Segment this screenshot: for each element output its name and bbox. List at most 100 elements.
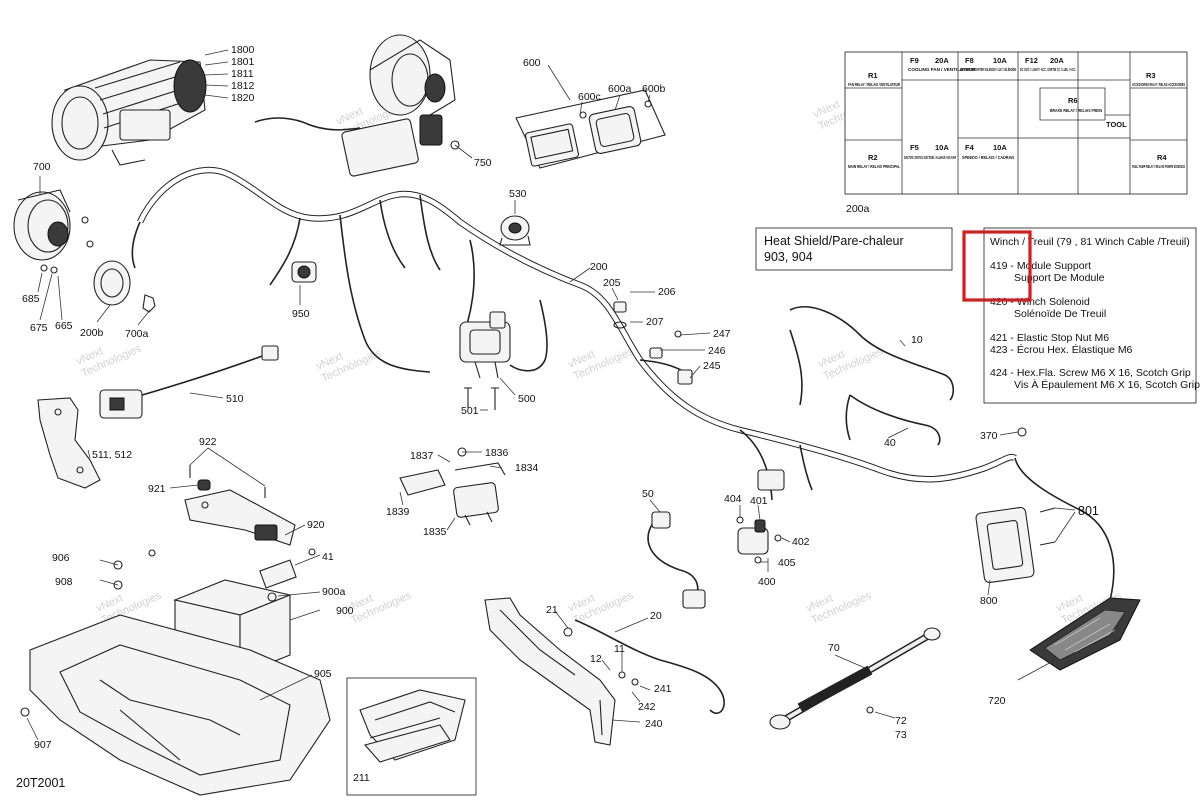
- relay-400: [736, 516, 782, 564]
- part-label-907: 907: [34, 739, 52, 751]
- part-label-511-512: 511, 512: [92, 449, 132, 461]
- part-label-404: 404: [724, 493, 742, 505]
- module-500: [459, 311, 511, 379]
- relay-r2-id: R2: [868, 153, 878, 162]
- legend-line: 424 - Hex.Fla. Screw M6 X 16, Scotch Gri…: [990, 367, 1191, 379]
- fuse-f9-id: F9: [910, 56, 919, 65]
- part-label-700a: 700a: [125, 328, 149, 340]
- part-labels: 1800 1801 1811 1812 1820 700 685 675 665…: [16, 44, 1099, 790]
- fuse-f5-rating: 10A: [935, 143, 949, 152]
- part-label-720: 720: [988, 695, 1006, 707]
- heat-shield-line2: 903, 904: [764, 250, 813, 264]
- legend-line: 419 - Module Support: [990, 260, 1091, 272]
- part-label-211: 211: [353, 772, 370, 784]
- part-label-600: 600: [523, 57, 541, 69]
- harness-50: [647, 511, 706, 609]
- part-label-1801: 1801: [231, 56, 255, 68]
- part-label-700: 700: [33, 161, 51, 173]
- small-parts-center: [308, 301, 1027, 556]
- relay-r4-text: FUEL PUMP RELAY / RELAIS POMPE ESSENCE: [1132, 164, 1185, 169]
- bracket-511: [37, 397, 101, 489]
- motor-600-top: [341, 34, 460, 177]
- part-label-400: 400: [758, 576, 776, 588]
- main-harness-200: [131, 117, 1115, 601]
- part-label-600b: 600b: [642, 83, 666, 95]
- ecu-600: [515, 89, 666, 169]
- fuse-f4-text: SPEEDO / RELAIS / CADRAN: [962, 155, 1015, 160]
- part-label-370: 370: [980, 430, 998, 442]
- part-label-801: 801: [1078, 504, 1099, 518]
- legend-line: 420 - Winch Solenoid: [990, 296, 1090, 308]
- relay-r3-text: ACCESSORIES RELAY / RELAIS ACCESSOIRES: [1132, 82, 1185, 87]
- part-label-11: 11: [614, 643, 625, 655]
- part-label-20: 20: [650, 610, 662, 622]
- part-label-500: 500: [518, 393, 536, 405]
- part-label-1812: 1812: [231, 80, 255, 92]
- legend-line: Support De Module: [1014, 272, 1105, 284]
- part-label-922: 922: [199, 436, 217, 448]
- heat-shield-inset-211: [346, 677, 477, 796]
- legend-line: Vis À Épaulement M6 X 16, Scotch Grip: [1014, 378, 1200, 391]
- legend-line: Solénoïde De Treuil: [1014, 308, 1106, 320]
- part-label-405: 405: [778, 557, 796, 569]
- part-label-906: 906: [52, 552, 70, 564]
- part-label-600a: 600a: [608, 83, 632, 95]
- fuse-f4-id: F4: [965, 143, 975, 152]
- fuse-f8-id: F8: [965, 56, 974, 65]
- fuse-f12-rating: 20A: [1050, 56, 1064, 65]
- part-label-1835: 1835: [423, 526, 447, 538]
- relay-r1-id: R1: [868, 71, 878, 80]
- module-1835: [399, 447, 506, 526]
- part-label-241: 241: [654, 683, 672, 695]
- fuse-f5-text: INJECTORS / IGNITION / INJECTEURS / ALLU…: [904, 155, 956, 160]
- part-label-246: 246: [708, 345, 726, 357]
- battery-tray-905: [20, 614, 331, 796]
- part-label-900a: 900a: [322, 586, 346, 598]
- rod-70: [769, 627, 941, 730]
- fuse-f8-rating: 10A: [993, 56, 1007, 65]
- screws-501: [464, 387, 499, 410]
- part-label-905: 905: [314, 668, 332, 680]
- part-label-1820: 1820: [231, 92, 255, 104]
- tool-label: TOOL: [1106, 120, 1127, 129]
- fuse-f12-id: F12: [1025, 56, 1038, 65]
- sensor-510: [99, 345, 279, 419]
- part-label-40: 40: [884, 437, 896, 449]
- part-label-50: 50: [642, 488, 654, 500]
- part-label-1800: 1800: [231, 44, 255, 56]
- part-label-685: 685: [22, 293, 40, 305]
- part-label-200: 200: [590, 261, 608, 273]
- diagram-id: 20T2001: [16, 776, 65, 790]
- leader-lines: [26, 49, 1076, 741]
- cables-10-40: [789, 306, 955, 446]
- part-label-72: 72: [895, 715, 907, 727]
- part-label-70: 70: [828, 642, 840, 654]
- part-label-908: 908: [55, 576, 73, 588]
- winch-legend: Winch / Treuil (79 , 81 Winch Cable /Tre…: [962, 227, 1200, 404]
- legend-line: 423 - Écrou Hex. Élastique M6: [990, 343, 1133, 356]
- winch-assembly: [51, 59, 207, 166]
- part-label-200b: 200b: [80, 327, 104, 339]
- part-label-950: 950: [292, 308, 310, 320]
- relay-r4-id: R4: [1157, 153, 1167, 162]
- part-label-41: 41: [322, 551, 334, 563]
- part-label-800: 800: [980, 595, 998, 607]
- fuse-f4-rating: 10A: [993, 143, 1007, 152]
- part-label-530: 530: [509, 188, 527, 200]
- part-label-900: 900: [336, 605, 354, 617]
- taillight-720: [1029, 597, 1141, 671]
- fuse-f8-text: KEY SWITCH/STARTER SOLENOID / CLÉ / SOLÉ…: [960, 65, 1016, 72]
- part-label-1839: 1839: [386, 506, 410, 518]
- part-label-501: 501: [461, 405, 479, 417]
- relay-r6-text: BRAKE RELAY / RELAIS FREIN: [1050, 108, 1103, 113]
- fuse-f9-text: COOLING FAN / VENTILATEUR: [908, 67, 976, 72]
- relay-r3-id: R3: [1146, 71, 1156, 80]
- part-label-207: 207: [646, 316, 664, 328]
- heat-shield-note: Heat Shield/Pare-chaleur 903, 904: [755, 227, 953, 271]
- relay-r2-text: MAIN RELAY / RELAIS PRINCIPAL: [848, 164, 900, 169]
- part-label-600c: 600c: [578, 91, 601, 103]
- fuse-box-200a: F9 20A COOLING FAN / VENTILATEUR F8 10A …: [844, 51, 1188, 195]
- part-label-1836: 1836: [485, 447, 509, 459]
- part-label-1811: 1811: [231, 68, 254, 80]
